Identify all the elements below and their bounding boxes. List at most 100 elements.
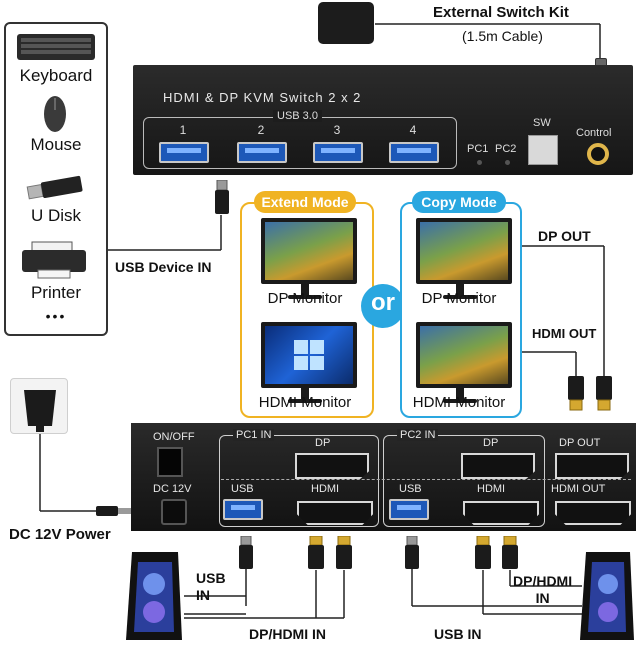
dc-jack[interactable] — [161, 499, 187, 525]
u-disk-label: U Disk — [30, 206, 82, 225]
usb-plug-icon — [405, 536, 419, 569]
pc2-dp-port[interactable] — [461, 453, 535, 479]
dp-plug-icon — [336, 536, 352, 569]
pc1-led — [477, 160, 482, 165]
copy-mode-tag: Copy Mode — [412, 191, 506, 213]
copy-hdmi-monitor-label: HDMI Monitor — [412, 394, 506, 411]
pc2-in-group — [383, 435, 545, 527]
pc1-hdmi-port[interactable] — [297, 501, 373, 525]
extend-hdmi-monitor-label: HDMI Monitor — [258, 394, 352, 411]
usb-device-in-label: USB Device IN — [115, 259, 212, 275]
switch-kit-cable: (1.5m Cable) — [462, 28, 543, 44]
usb-port-number: 1 — [179, 123, 187, 137]
or-circle — [361, 284, 405, 328]
pc2-usb-label: USB — [399, 483, 422, 495]
keyboard-label: Keyboard — [19, 66, 93, 85]
pc-tower-left-icon — [126, 552, 182, 640]
power-adapter-icon — [24, 390, 56, 432]
u-disk-icon — [26, 175, 83, 200]
dp-out-label: DP OUT — [538, 228, 591, 244]
monitor-base — [288, 295, 322, 299]
dc-power-label: DC 12V Power — [9, 526, 111, 543]
power-switch[interactable] — [157, 447, 183, 477]
pc1-in-group — [219, 435, 379, 527]
sw-button[interactable] — [528, 135, 558, 165]
pc2-led — [505, 160, 510, 165]
panel-divider — [221, 479, 631, 480]
control-label: Control — [576, 127, 612, 139]
monitor-base — [288, 399, 322, 403]
pc1-dp-port[interactable] — [295, 453, 369, 479]
dc-12v-label: DC 12V — [153, 483, 192, 495]
keyboard-icon — [17, 34, 95, 60]
hdmi-plug-icon — [475, 536, 491, 569]
dc-plug-icon — [96, 506, 132, 516]
switch-kit-title: External Switch Kit — [433, 4, 569, 21]
pc1-hdmi-label: HDMI — [311, 483, 340, 495]
kvm-back-panel: ON/OFF DC 12V PC1 IN DP USB HDMI PC2 IN … — [131, 423, 636, 531]
hdmi-plug-icon — [568, 376, 584, 411]
pc2-in-label: PC2 IN — [397, 429, 439, 441]
usb-port-1[interactable] — [159, 142, 209, 163]
mouse-icon — [44, 96, 66, 132]
sw-label: SW — [533, 117, 551, 129]
dp-out-port-label: DP OUT — [559, 437, 601, 449]
usb-port-2[interactable] — [237, 142, 287, 163]
monitor-stand — [456, 284, 464, 296]
hdmi-plug-icon — [308, 536, 324, 569]
pc2-hdmi-label: HDMI — [477, 483, 506, 495]
extend-mode-tag: Extend Mode — [254, 191, 356, 213]
pc1-in-label: PC1 IN — [233, 429, 275, 441]
pc2-dp-label: DP — [483, 437, 499, 449]
more-devices: ••• — [45, 308, 67, 324]
mouse-label: Mouse — [30, 135, 82, 154]
pc1-usb-label: USB — [231, 483, 254, 495]
monitor-base — [443, 399, 477, 403]
printer-icon — [22, 241, 86, 279]
switch-kit-box — [318, 2, 374, 44]
kvm-front-panel: HDMI & DP KVM Switch 2 x 2 USB 3.0 1 2 3… — [133, 65, 633, 175]
dp-out-port[interactable] — [555, 453, 629, 479]
on-off-label: ON/OFF — [153, 431, 195, 443]
usb-port-number: 4 — [409, 123, 417, 137]
hdmi-monitor-screen — [261, 322, 357, 388]
pc2-label: PC2 — [495, 143, 517, 155]
usb-device-connector — [215, 180, 229, 214]
monitor-stand — [301, 284, 309, 296]
pc2-hdmi-port[interactable] — [463, 501, 539, 525]
copy-dp-monitor-screen — [416, 218, 512, 284]
dp-hdmi-in-right-label: DP/HDMI IN — [513, 573, 573, 606]
pc1-usb-port[interactable] — [223, 499, 263, 520]
monitor-stand — [301, 388, 309, 400]
dp-plug-icon — [502, 536, 518, 569]
pc2-usb-port[interactable] — [389, 499, 429, 520]
usb-port-number: 2 — [257, 123, 265, 137]
printer-label: Printer — [30, 283, 82, 302]
copy-dp-monitor-label: DP Monitor — [421, 290, 497, 307]
usb-in-left-label: USB IN — [196, 570, 226, 603]
pc-tower-right-icon — [580, 552, 634, 640]
hdmi-out-label: HDMI OUT — [532, 326, 597, 341]
copy-hdmi-monitor-screen — [416, 322, 512, 388]
dp-hdmi-in-left-label: DP/HDMI IN — [249, 626, 326, 642]
peripheral-devices-panel: Keyboard Mouse U Disk Printer ••• — [4, 22, 108, 336]
usb-port-3[interactable] — [313, 142, 363, 163]
monitor-stand — [456, 388, 464, 400]
hdmi-out-port-label: HDMI OUT — [551, 483, 606, 495]
usb-in-right-label: USB IN — [434, 626, 482, 642]
monitor-base — [443, 295, 477, 299]
control-jack[interactable] — [587, 143, 609, 165]
extend-dp-monitor-label: DP Monitor — [267, 290, 343, 307]
usb-port-4[interactable] — [389, 142, 439, 163]
hdmi-out-port[interactable] — [555, 501, 631, 525]
usb-plug-icon — [239, 536, 253, 569]
or-text: or — [371, 289, 395, 316]
kvm-title: HDMI & DP KVM Switch 2 x 2 — [163, 90, 362, 105]
usb3-label: USB 3.0 — [273, 110, 322, 122]
dp-plug-icon — [596, 376, 612, 411]
pc1-dp-label: DP — [315, 437, 331, 449]
pc1-label: PC1 — [467, 143, 489, 155]
usb-port-number: 3 — [333, 123, 341, 137]
dp-monitor-screen — [261, 218, 357, 284]
